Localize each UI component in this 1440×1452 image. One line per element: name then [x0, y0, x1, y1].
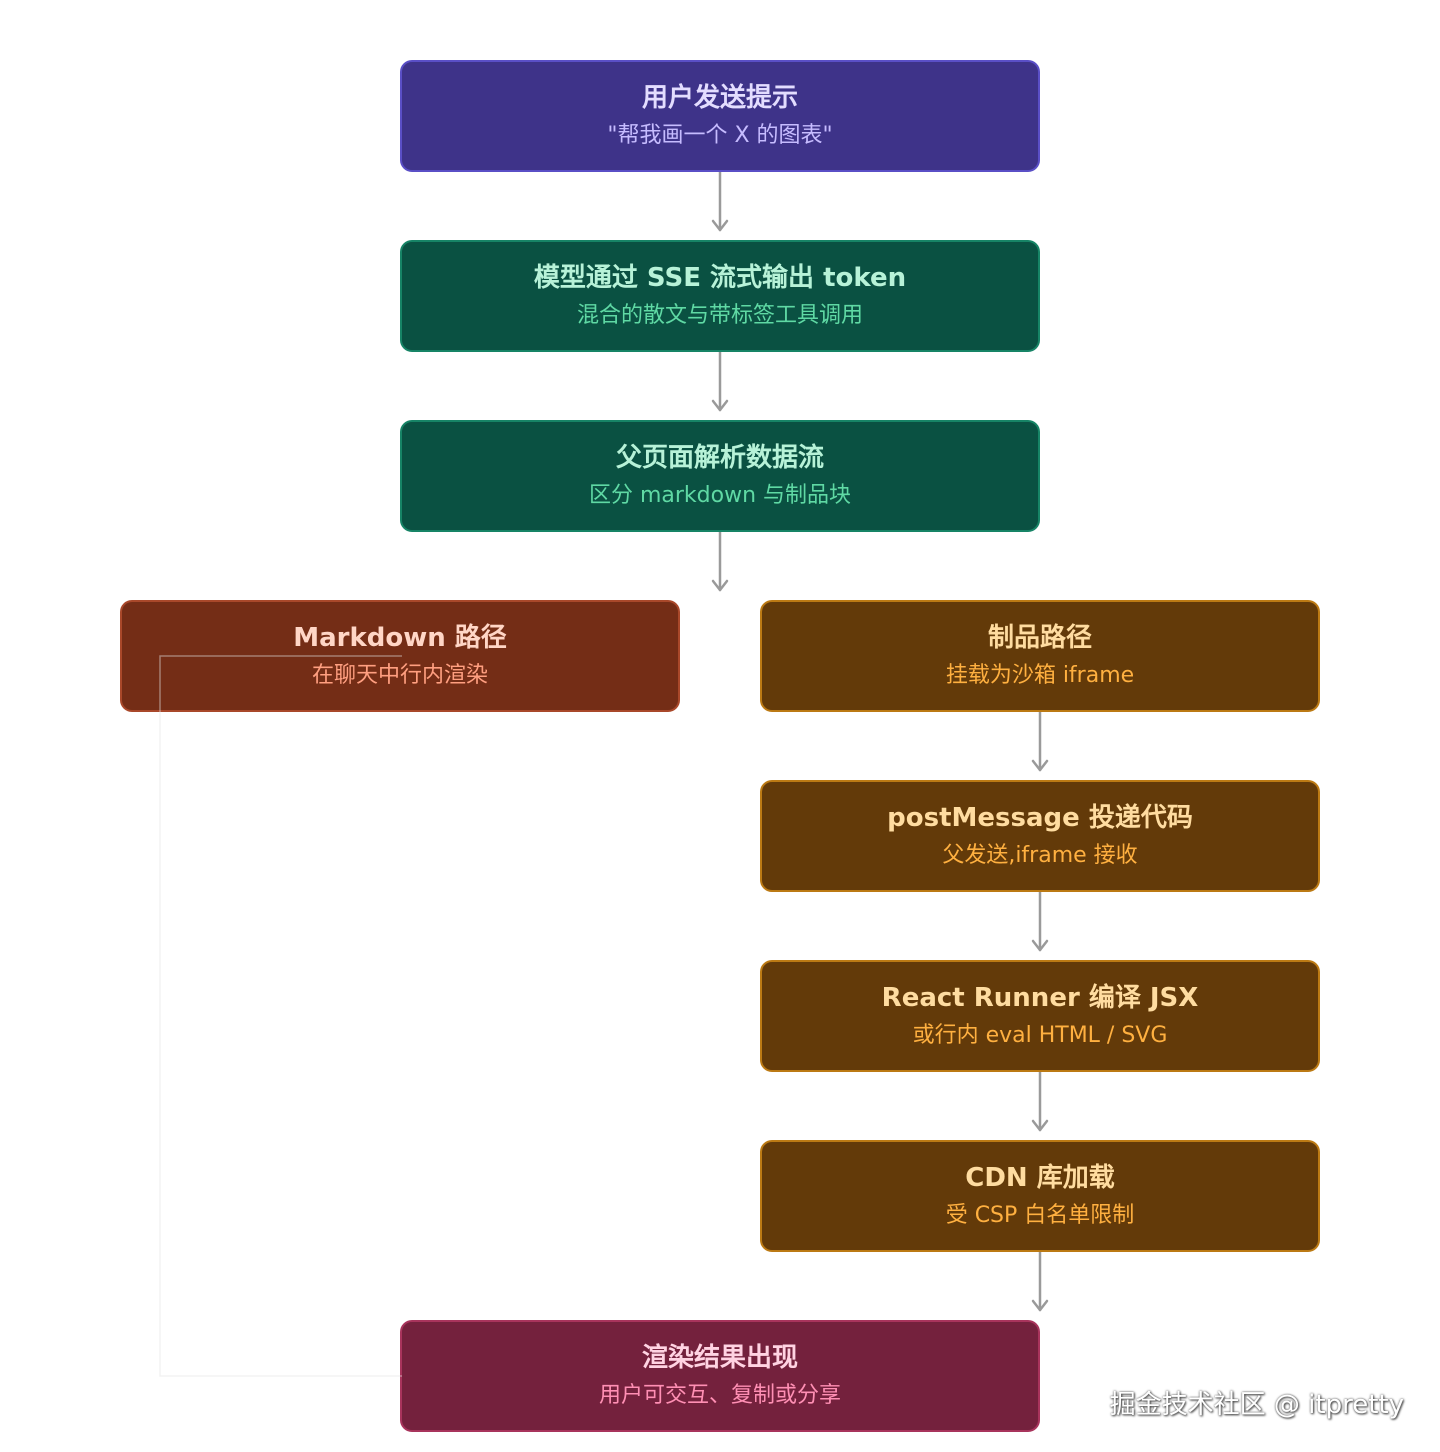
node-title: React Runner 编译 JSX: [881, 983, 1199, 1013]
node-postmessage: postMessage 投递代码 父发送,iframe 接收: [760, 780, 1320, 892]
node-title: 渲染结果出现: [641, 1343, 798, 1373]
edge-artifact-to-postmessage: [1031, 710, 1049, 772]
node-react-runner: React Runner 编译 JSX 或行内 eval HTML / SVG: [760, 960, 1320, 1072]
edge-prompt-to-sse: [711, 170, 729, 232]
node-subtitle: 区分 markdown 与制品块: [588, 483, 852, 508]
node-markdown-path: Markdown 路径 在聊天中行内渲染: [120, 600, 680, 712]
edge-postmessage-to-runner: [1031, 890, 1049, 952]
node-subtitle: "帮我画一个 X 的图表": [607, 123, 833, 148]
edge-runner-to-cdn: [1031, 1070, 1049, 1132]
edge-parse-split: [711, 530, 729, 592]
node-subtitle: 或行内 eval HTML / SVG: [912, 1023, 1168, 1048]
node-title: postMessage 投递代码: [887, 803, 1193, 833]
node-cdn-load: CDN 库加载 受 CSP 白名单限制: [760, 1140, 1320, 1252]
node-title: 父页面解析数据流: [615, 443, 824, 473]
node-subtitle: 用户可交互、复制或分享: [598, 1383, 841, 1408]
node-title: CDN 库加载: [965, 1163, 1115, 1193]
node-artifact-path: 制品路径 挂载为沙箱 iframe: [760, 600, 1320, 712]
node-subtitle: 父发送,iframe 接收: [942, 843, 1138, 868]
node-parse-stream: 父页面解析数据流 区分 markdown 与制品块: [400, 420, 1040, 532]
node-subtitle: 在聊天中行内渲染: [311, 663, 488, 688]
node-subtitle: 挂载为沙箱 iframe: [945, 663, 1135, 688]
node-title: 用户发送提示: [641, 83, 798, 113]
node-sse-stream: 模型通过 SSE 流式输出 token 混合的散文与带标签工具调用: [400, 240, 1040, 352]
edge-sse-to-parse: [711, 350, 729, 412]
node-render-result: 渲染结果出现 用户可交互、复制或分享: [400, 1320, 1040, 1432]
edge-cdn-to-result: [1031, 1250, 1049, 1312]
node-title: 制品路径: [987, 623, 1092, 653]
node-subtitle: 混合的散文与带标签工具调用: [576, 303, 863, 328]
node-title: 模型通过 SSE 流式输出 token: [533, 263, 907, 293]
node-subtitle: 受 CSP 白名单限制: [945, 1203, 1135, 1228]
node-user-prompt: 用户发送提示 "帮我画一个 X 的图表": [400, 60, 1040, 172]
node-title: Markdown 路径: [293, 623, 507, 653]
watermark: 掘金技术社区 @ itpretty: [1109, 1390, 1404, 1420]
